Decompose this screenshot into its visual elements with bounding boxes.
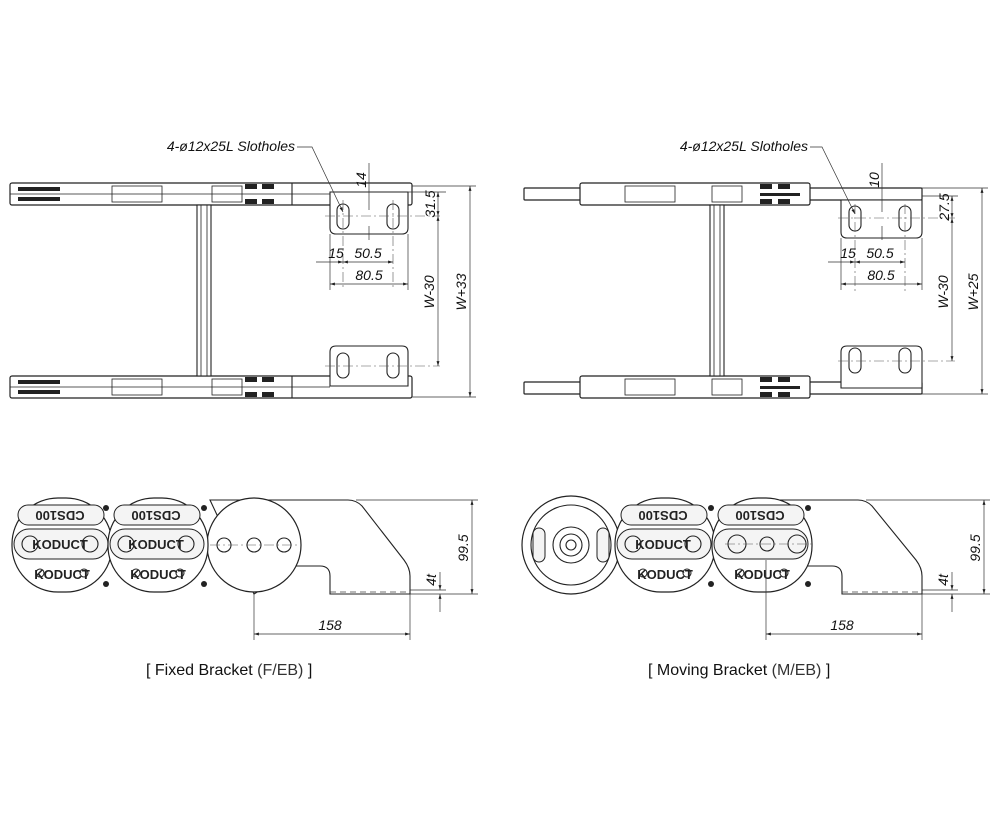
fixed-dim-length: 80.5 — [355, 267, 382, 283]
moving-dim-thickness: 4t — [935, 573, 951, 586]
moving-dim-length: 80.5 — [867, 267, 894, 283]
fixed-dim-outer: W+33 — [453, 273, 469, 310]
moving-caption-close: ] — [825, 662, 831, 679]
fixed-link-brand-text: KODUCT — [130, 567, 186, 582]
fixed-bracket-side-view: CDS100 KODUCT KODUCT CDS100 KODUCT KODUC… — [11, 497, 478, 640]
moving-dim-height: 99.5 — [967, 534, 983, 561]
moving-slot-hole — [898, 347, 912, 374]
fixed-dim-top-offset: 31.5 — [422, 190, 438, 217]
fixed-dim-pitch: 50.5 — [354, 245, 381, 261]
fixed-caption-main: [ Fixed Bracket — [146, 662, 253, 679]
fixed-dim-slot-width: 14 — [353, 172, 369, 188]
moving-slotholes-label: 4-ø12x25L Slotholes — [680, 138, 808, 154]
moving-chain-link: CDS100 KODUCT — [711, 497, 813, 593]
moving-dim-outer: W+25 — [965, 273, 981, 310]
fixed-link-brand-text: KODUCT — [128, 537, 184, 552]
fixed-upper-chain-strip — [9, 182, 413, 206]
fixed-dim-inner: W-30 — [421, 275, 437, 308]
moving-link-brand-text: KODUCT — [637, 567, 693, 582]
moving-bracket-side-view: CDS100 KODUCT KODUCT CDS100 KODUCT 99.5 … — [521, 495, 990, 640]
moving-dim-inner: W-30 — [935, 275, 951, 308]
moving-lower-chain-strip — [523, 375, 923, 399]
moving-end-disc — [521, 495, 621, 595]
moving-upper-chain-strip — [523, 182, 923, 206]
fixed-dim-thickness: 4t — [423, 573, 439, 586]
fixed-slot-hole — [336, 352, 350, 379]
moving-link-brand-text: KODUCT — [734, 567, 790, 582]
fixed-lower-chain-strip — [9, 375, 413, 399]
fixed-dim-edge: 15 — [328, 245, 344, 261]
moving-lower-bracket-plate — [840, 345, 923, 389]
fixed-link-brand-text: KODUCT — [32, 537, 88, 552]
fixed-link-model-text: CDS100 — [131, 508, 180, 523]
moving-dim-top-offset: 27.5 — [936, 193, 952, 221]
fixed-crossbar — [196, 204, 212, 377]
fixed-bracket-caption: [ Fixed Bracket (F/EB) ] — [146, 662, 312, 680]
moving-dim-extension: 158 — [830, 617, 854, 633]
moving-link-model-text: CDS100 — [735, 508, 784, 523]
fixed-slot-hole — [386, 352, 400, 379]
moving-bracket-top-view: 4-ø12x25L Slotholes 10 27.5 15 50.5 80.5… — [523, 138, 988, 399]
moving-link-brand-text: KODUCT — [635, 537, 691, 552]
fixed-link-model-text: CDS100 — [35, 508, 84, 523]
fixed-dim-height: 99.5 — [455, 534, 471, 561]
moving-dim-slot-width: 10 — [866, 172, 882, 188]
moving-dim-edge: 15 — [840, 245, 856, 261]
fixed-chain-link: CDS100 KODUCT KODUCT — [107, 497, 209, 593]
moving-chain-link: CDS100 KODUCT KODUCT — [614, 497, 716, 593]
fixed-link-brand-text: KODUCT — [34, 567, 90, 582]
moving-upper-bracket-plate — [840, 199, 923, 239]
moving-caption-sub: (M/EB) — [771, 662, 822, 679]
moving-dim-pitch: 50.5 — [866, 245, 893, 261]
moving-bracket-caption: [ Moving Bracket (M/EB) ] — [648, 662, 830, 680]
moving-link-model-text: CDS100 — [638, 508, 687, 523]
fixed-bracket-top-view: 4-ø12x25L Slotholes 14 31.5 15 50.5 80.5… — [9, 138, 476, 399]
moving-crossbar — [709, 204, 725, 377]
moving-caption-main: [ Moving Bracket — [648, 662, 768, 679]
moving-slot-hole — [848, 347, 862, 374]
fixed-caption-sub: (F/EB) — [257, 662, 304, 679]
fixed-caption-close: ] — [307, 662, 313, 679]
fixed-slotholes-label: 4-ø12x25L Slotholes — [167, 138, 295, 154]
fixed-chain-link: CDS100 KODUCT KODUCT — [11, 497, 113, 593]
fixed-dim-extension: 158 — [318, 617, 342, 633]
